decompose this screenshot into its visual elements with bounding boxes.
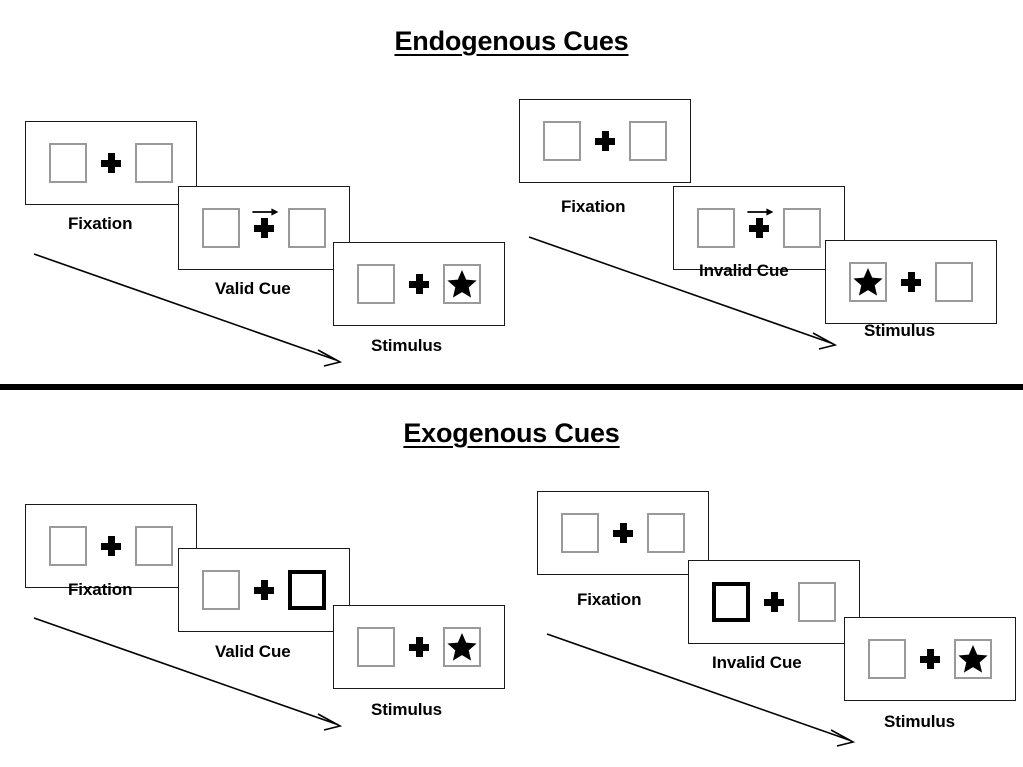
placeholder-box-left bbox=[543, 121, 581, 161]
placeholder-box-right bbox=[647, 513, 685, 553]
frame-caption-cue: Valid Cue bbox=[215, 642, 291, 661]
fixation-cross-group bbox=[595, 131, 615, 151]
plus-icon bbox=[613, 523, 633, 543]
frame-caption-stimulus: Stimulus bbox=[371, 336, 442, 355]
right-arrow-icon bbox=[252, 208, 279, 216]
placeholder-box-right bbox=[288, 208, 326, 248]
frame-stimulus bbox=[825, 240, 997, 324]
plus-icon bbox=[254, 218, 274, 238]
placeholder-box-left bbox=[561, 513, 599, 553]
star-icon bbox=[958, 645, 988, 673]
placeholder-box-left bbox=[202, 570, 240, 610]
plus-icon bbox=[901, 272, 921, 292]
frame-cue bbox=[688, 560, 860, 644]
section-title-endogenous: Endogenous Cues bbox=[394, 26, 629, 56]
time-flow-arrow bbox=[528, 236, 838, 350]
placeholder-box-right bbox=[629, 121, 667, 161]
fixation-cross-group bbox=[101, 536, 121, 556]
frame-caption-cue: Invalid Cue bbox=[699, 261, 789, 280]
placeholder-box-left bbox=[849, 262, 887, 302]
fixation-cross-group bbox=[409, 274, 429, 294]
frame-fixation bbox=[25, 504, 197, 588]
time-flow-arrow bbox=[33, 253, 343, 367]
placeholder-box-right bbox=[135, 526, 173, 566]
placeholder-box-left bbox=[357, 264, 395, 304]
star-icon bbox=[853, 268, 883, 296]
plus-icon bbox=[101, 536, 121, 556]
placeholder-box-right bbox=[783, 208, 821, 248]
placeholder-box-right bbox=[135, 143, 173, 183]
placeholder-box-right bbox=[798, 582, 836, 622]
frame-caption-stimulus: Stimulus bbox=[864, 321, 935, 340]
frame-stimulus bbox=[844, 617, 1016, 701]
placeholder-box-left bbox=[697, 208, 735, 248]
placeholder-box-left bbox=[49, 143, 87, 183]
frame-fixation bbox=[537, 491, 709, 575]
time-flow-arrow bbox=[546, 633, 856, 747]
frame-caption-fixation: Fixation bbox=[68, 580, 133, 599]
frame-caption-cue: Valid Cue bbox=[215, 279, 291, 298]
plus-icon bbox=[409, 637, 429, 657]
thick-square-icon bbox=[288, 570, 326, 610]
frame-caption-fixation: Fixation bbox=[561, 197, 626, 216]
fixation-cross-group bbox=[747, 208, 774, 238]
placeholder-box-right bbox=[954, 639, 992, 679]
section-divider bbox=[0, 384, 1023, 390]
star-icon bbox=[447, 633, 477, 661]
plus-icon bbox=[920, 649, 940, 669]
fixation-cross-group bbox=[901, 272, 921, 292]
fixation-cross-group bbox=[252, 208, 279, 238]
placeholder-box-left bbox=[49, 526, 87, 566]
section-title-exogenous: Exogenous Cues bbox=[403, 418, 620, 448]
frame-caption-fixation: Fixation bbox=[577, 590, 642, 609]
frame-fixation bbox=[519, 99, 691, 183]
fixation-cross-group bbox=[613, 523, 633, 543]
placeholder-box-left bbox=[357, 627, 395, 667]
fixation-cross-group bbox=[409, 637, 429, 657]
frame-caption-fixation: Fixation bbox=[68, 214, 133, 233]
placeholder-box-right bbox=[443, 627, 481, 667]
frame-caption-stimulus: Stimulus bbox=[884, 712, 955, 731]
frame-caption-stimulus: Stimulus bbox=[371, 700, 442, 719]
plus-icon bbox=[764, 592, 784, 612]
fixation-cross-group bbox=[764, 592, 784, 612]
right-arrow-icon bbox=[747, 208, 774, 216]
placeholder-box-right bbox=[443, 264, 481, 304]
frame-stimulus bbox=[333, 242, 505, 326]
frame-cue bbox=[178, 548, 350, 632]
plus-icon bbox=[409, 274, 429, 294]
plus-icon bbox=[595, 131, 615, 151]
plus-icon bbox=[254, 580, 274, 600]
frame-stimulus bbox=[333, 605, 505, 689]
frame-cue bbox=[673, 186, 845, 270]
placeholder-box-left bbox=[202, 208, 240, 248]
star-icon bbox=[447, 270, 477, 298]
placeholder-box-left bbox=[868, 639, 906, 679]
plus-icon bbox=[101, 153, 121, 173]
frame-cue bbox=[178, 186, 350, 270]
frame-fixation bbox=[25, 121, 197, 205]
frame-caption-cue: Invalid Cue bbox=[712, 653, 802, 672]
fixation-cross-group bbox=[254, 580, 274, 600]
fixation-cross-group bbox=[101, 153, 121, 173]
time-flow-arrow bbox=[33, 617, 343, 731]
plus-icon bbox=[749, 218, 769, 238]
thick-square-icon bbox=[712, 582, 750, 622]
placeholder-box-right bbox=[935, 262, 973, 302]
fixation-cross-group bbox=[920, 649, 940, 669]
